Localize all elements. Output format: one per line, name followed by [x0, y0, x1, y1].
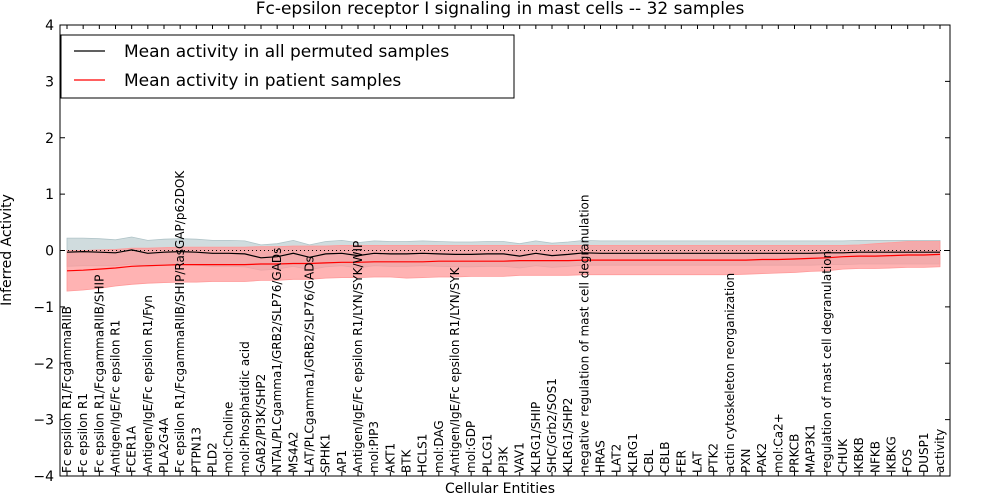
x-tick-label: Antigen/IgE/Fc epsilon R1/Fyn [141, 295, 155, 473]
x-tick-label: CHUK [836, 438, 850, 473]
x-tick-label: negative regulation of mast cell degranu… [577, 194, 591, 473]
x-tick-label: Fc epsilon R1/FcgammaRIIB/SHIP [92, 275, 106, 473]
x-tick-label: AP1 [335, 450, 349, 473]
x-tick-label: activity [933, 429, 947, 473]
x-tick-label: IKBKG [885, 436, 899, 473]
band-series-1 [66, 241, 941, 292]
legend-label-1: Mean activity in patient samples [124, 71, 401, 91]
x-tick-label: HRAS [594, 440, 608, 473]
x-tick-label: FER [674, 450, 688, 473]
legend-box [60, 34, 515, 99]
legend-label-0: Mean activity in all permuted samples [124, 42, 449, 62]
x-tick-label: mol:GDP [464, 421, 478, 473]
x-tick-label: SPHK1 [319, 434, 333, 473]
x-tick-label: AKT1 [383, 443, 397, 473]
x-tick-label: DUSP1 [917, 432, 931, 473]
y-tick-label: 4 [45, 18, 54, 34]
x-tick-label: GAB2/PI3K/SHP2 [254, 374, 268, 473]
x-tick-label: mol:Phosphatidic acid [238, 341, 252, 473]
x-tick-label: NTAL/PLCgamma1/GRB2/SLP76/GADs [270, 248, 284, 473]
x-tick-label: Antigen/IgE/Fc epsilon R1/LYN/SYK/WIP [351, 241, 365, 473]
x-tick-label: mol:Choline [222, 402, 236, 473]
x-tick-label: PLA2G4A [157, 417, 171, 473]
x-tick-label: MS4A2 [286, 432, 300, 473]
x-tick-label: PTK2 [707, 443, 721, 473]
x-tick-label: CBL [642, 449, 656, 473]
x-tick-label: HCLS1 [416, 434, 430, 473]
y-tick-label: 2 [45, 131, 54, 147]
x-tick-label: MAP3K1 [804, 424, 818, 473]
x-tick-label: SHC/Grb2/SOS1 [545, 378, 559, 473]
x-tick-label: Fc epsilon R1/FcgammaRIIB/SHIP/RasGAP/p6… [173, 170, 187, 473]
x-tick-label: CBLB [658, 441, 672, 473]
x-tick-label: PLCG1 [480, 434, 494, 473]
x-tick-label: PTPN13 [189, 427, 203, 473]
y-tick-label: −2 [33, 356, 54, 372]
y-tick-label: −4 [33, 469, 54, 485]
x-tick-label: LAT2 [610, 444, 624, 473]
legend: Mean activity in all permuted samplesMea… [60, 34, 515, 99]
series-line-0 [66, 249, 940, 259]
x-tick-label: KLRG1/SHP2 [561, 398, 575, 473]
y-tick-label: −1 [33, 300, 54, 316]
x-tick-label: PAK2 [755, 443, 769, 473]
x-tick-label: NFKB [868, 441, 882, 473]
y-tick-label: 0 [45, 244, 54, 260]
x-tick-label: IKBKB [852, 437, 866, 473]
x-tick-label: Antigen/IgE/Fc epsilon R1/LYN/SYK [448, 266, 462, 473]
x-tick-label: regulation of mast cell degranulation [820, 251, 834, 473]
y-axis-label: Inferred Activity [0, 194, 15, 306]
x-tick-label: mol:DAG [432, 420, 446, 473]
x-tick-label: LAT [691, 451, 705, 473]
x-tick-label: mol:PIP3 [367, 421, 381, 473]
x-tick-label: PI3K [497, 446, 511, 473]
x-tick-label: LAT/PLCgamma1/GRB2/SLP76/GADs [303, 256, 317, 473]
series-line-1 [66, 253, 941, 272]
series-lines [66, 249, 941, 272]
x-tick-label: PXN [739, 449, 753, 473]
x-tick-label: mol:Ca2+ [771, 413, 785, 473]
chart-title: Fc-epsilon receptor I signaling in mast … [256, 0, 745, 19]
x-tick-label: actin cytoskeleton reorganization [723, 273, 737, 473]
x-tick-label: Antigen/IgE/Fc epsilon R1 [109, 320, 123, 473]
x-tick-label: PLD2 [206, 442, 220, 473]
x-tick-label: VAV1 [513, 442, 527, 473]
x-tick-label: Fc epsilon R1 [76, 393, 90, 473]
x-tick-label: FCER1A [125, 425, 139, 473]
x-tick-label: KLRG1/SHIP [529, 402, 543, 473]
x-axis-label: Cellular Entities [445, 481, 555, 497]
y-tick-label: 3 [45, 74, 54, 90]
x-tick-label: FOS [901, 449, 915, 473]
x-tick-label: PRKCB [788, 434, 802, 473]
x-tick-label: KLRG1 [626, 433, 640, 473]
x-tick-label: BTK [400, 448, 414, 473]
axes: −4 −3 −2 −1 0 1 2 3 4 [33, 18, 951, 485]
x-tick-label: Fc epsilon R1/FcgammaRIIB [60, 306, 74, 473]
y-tick-label: −3 [33, 413, 54, 429]
y-tick-label: 1 [45, 187, 54, 203]
